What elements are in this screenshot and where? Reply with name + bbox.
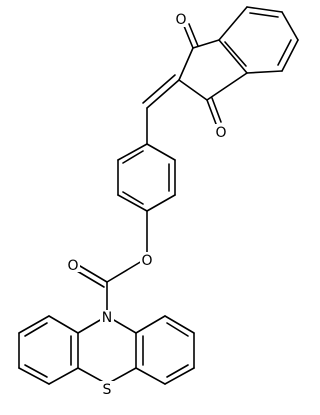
atom-mask-o-right: [214, 124, 228, 140]
phenothiazine-right-ring: [135, 315, 195, 385]
carbonyl-bonds: [183, 23, 222, 125]
atom-label-n: N: [102, 310, 112, 326]
atom-mask-n: [100, 310, 114, 325]
atom-label-o-right: O: [215, 125, 226, 141]
exocyclic-double-bond: [142, 74, 180, 109]
phenothiazine-central-ring: [77, 315, 137, 385]
indane-benzo-ring: [218, 6, 299, 74]
atom-mask-s: [100, 381, 114, 397]
atom-label-o-carbonyl: O: [67, 258, 78, 274]
atom-label-s: S: [103, 382, 112, 398]
phenothiazine-left-ring: [18, 315, 79, 385]
atom-mask-o-carbonyl: [66, 257, 80, 272]
atom-mask-o-ester: [140, 252, 154, 267]
atom-label-o-ester: O: [141, 253, 152, 269]
carbamate-carbonyl: [76, 265, 108, 288]
indane-five-ring: [178, 39, 248, 101]
central-phenylene-ring: [117, 143, 176, 212]
atom-label-o-top: O: [175, 12, 186, 28]
chemical-structure-diagram: O O O O N S: [18, 6, 299, 398]
atom-mask-o-top: [174, 11, 188, 27]
